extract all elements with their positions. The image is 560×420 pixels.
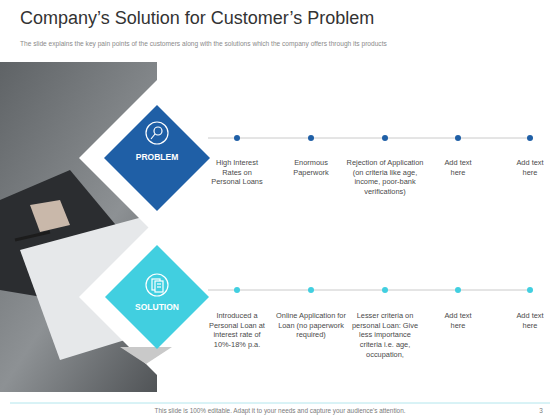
footer-rule [10,403,550,404]
footer-note: This slide is 100% editable. Adapt it to… [70,407,490,415]
photo-hand [30,200,70,232]
search-icon [146,122,168,144]
item-text: Add text here [510,311,550,330]
item-text: Online Application for Loan (no paperwor… [276,311,346,340]
dots [234,135,533,141]
decision-diamond: SOLUTION [105,245,209,349]
timeline [208,138,532,139]
decision-diamond: PROBLEM [104,105,210,211]
node-heading: SOLUTION [105,302,209,312]
item-text: Introduced a Personal Loan at interest r… [205,311,269,350]
white-diamond [79,219,235,375]
document-icon [146,274,168,296]
item-text: Lesser criteria on personal Loan: Give l… [348,311,422,359]
photo-pen [15,232,50,240]
diamond-fill [104,105,210,211]
diamond-fill [105,245,209,349]
item-text: Enormous Paperwork [286,158,336,177]
node-heading: PROBLEM [104,152,210,162]
item-text: Rejection of Application (on criteria li… [344,158,426,197]
white-diamond [79,80,235,236]
slide-title: Company’s Solution for Customer’s Proble… [20,8,374,29]
diamond-shape [105,245,209,349]
item-text: Add text here [510,158,550,177]
subtitle: The slide explains the key pain points o… [20,40,540,49]
item-text: Add text here [438,158,478,177]
timeline [208,290,532,291]
gray-triangle [120,347,172,364]
item-text: High Interest Rates on Personal Loans [208,158,266,187]
item-text: Add text here [438,311,478,330]
dots [234,287,533,293]
page-number: 3 [535,407,547,415]
